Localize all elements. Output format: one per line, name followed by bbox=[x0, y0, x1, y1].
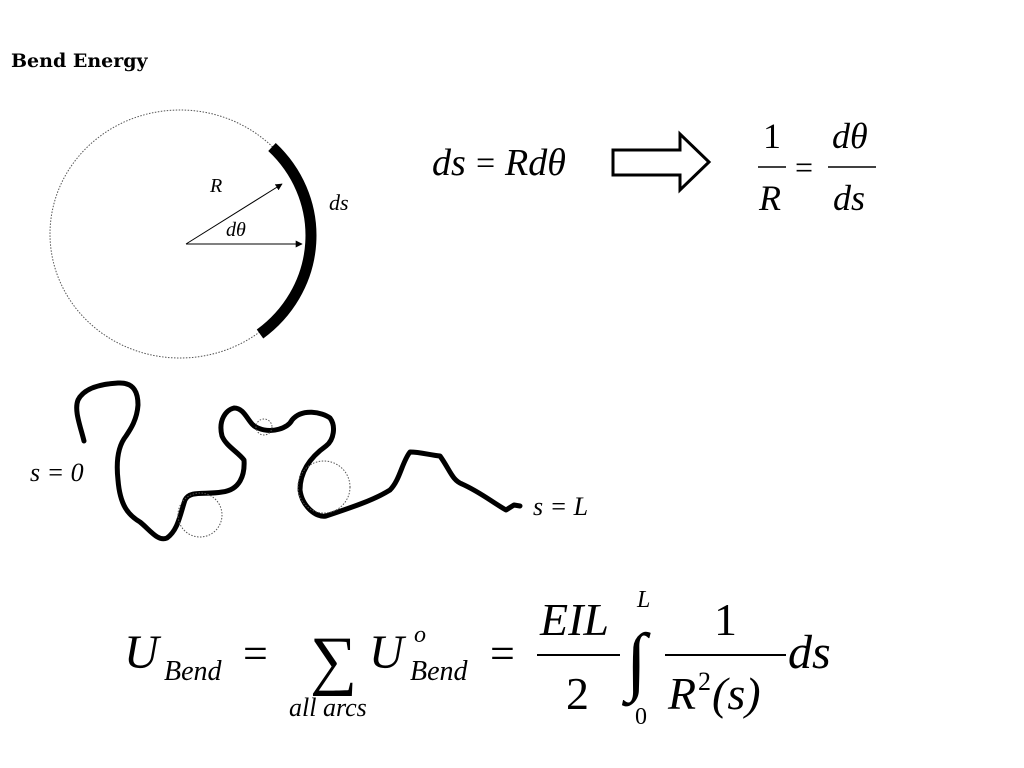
fraction-R-denominator-R: R bbox=[667, 668, 696, 719]
summation-under: all arcs bbox=[289, 693, 367, 722]
angle-label: dθ bbox=[226, 219, 246, 241]
osculating-circle-lower bbox=[177, 492, 223, 538]
arc-ds bbox=[256, 142, 317, 339]
radius-label: R bbox=[209, 175, 222, 197]
formula-ds: ds bbox=[788, 626, 831, 679]
fraction-equals: = bbox=[795, 149, 813, 185]
fraction-EIL-numerator: EIL bbox=[539, 594, 609, 645]
fraction-R-numerator: 1 bbox=[714, 594, 737, 645]
formula-equals-1: = bbox=[243, 629, 268, 678]
relation-equals: = bbox=[476, 145, 495, 182]
fraction1-denominator: R bbox=[758, 178, 781, 218]
osculating-circle-small bbox=[255, 418, 273, 436]
arc-length-relation: ds = Rdθ 1 R = dθ ds bbox=[432, 116, 876, 218]
formula-U-arc: U bbox=[369, 626, 407, 679]
fraction2-denominator: ds bbox=[833, 178, 865, 218]
fraction1-numerator: 1 bbox=[763, 116, 781, 156]
energy-formula: U Bend = ∑ all arcs U o Bend = EIL 2 ∫ L… bbox=[124, 587, 831, 730]
fraction-EIL-denominator: 2 bbox=[566, 668, 589, 719]
fraction2-numerator: dθ bbox=[832, 116, 868, 156]
chain-start-label: s = 0 bbox=[30, 458, 84, 487]
formula-sub-bend: Bend bbox=[164, 656, 223, 687]
circle-diagram: R dθ ds bbox=[49, 109, 349, 359]
summation-symbol: ∑ bbox=[310, 624, 357, 697]
formula-equals-2: = bbox=[490, 629, 515, 678]
radius-arrow-upper bbox=[185, 183, 283, 245]
fraction-R-denominator-sup: 2 bbox=[698, 667, 711, 696]
arc-label: ds bbox=[329, 190, 349, 215]
relation-rhs: Rdθ bbox=[504, 142, 566, 184]
integral-upper-limit: L bbox=[636, 587, 650, 613]
formula-U: U bbox=[124, 626, 162, 679]
chain-end-label: s = L bbox=[533, 492, 588, 521]
relation-lhs: ds bbox=[432, 142, 466, 184]
osculating-circle-mid bbox=[297, 460, 351, 514]
formula-sub-bend-arc: Bend bbox=[410, 656, 469, 687]
fraction-R-denominator-arg: (s) bbox=[712, 668, 761, 719]
integral-symbol: ∫ bbox=[622, 619, 651, 707]
integral-lower-limit: 0 bbox=[635, 704, 647, 730]
implies-arrow-icon bbox=[611, 130, 712, 194]
chain-curve bbox=[74, 380, 523, 542]
page-title: Bend Energy bbox=[11, 50, 148, 72]
formula-sup-o: o bbox=[414, 622, 426, 648]
polymer-chain: s = 0 s = L bbox=[30, 380, 588, 542]
